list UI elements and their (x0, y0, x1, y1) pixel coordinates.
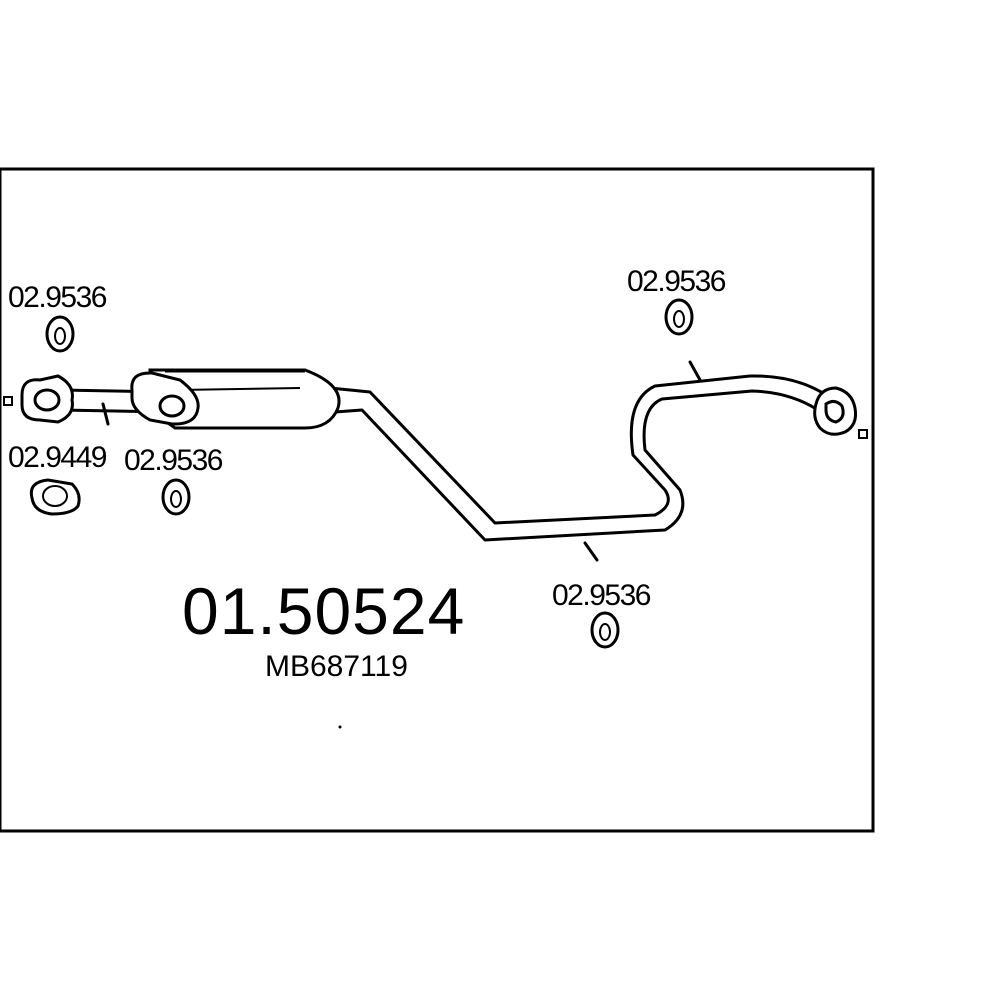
outlet-connector-mark (858, 429, 868, 439)
inlet-flange (20, 374, 74, 424)
flange-gasket-icon (29, 478, 81, 516)
oem-number: MB687119 (265, 650, 408, 683)
silencer (130, 368, 341, 430)
dot-mark (338, 725, 342, 729)
component-label-hanger-top-right: 02.9536 (627, 265, 726, 298)
exhaust-pipe (58, 360, 828, 562)
outlet-flange (813, 386, 857, 436)
rubber-hanger-icon (161, 478, 191, 516)
rubber-hanger-icon (664, 298, 694, 336)
component-label-hanger-bottom: 02.9536 (552, 579, 651, 612)
component-label-hanger-silencer: 02.9536 (124, 444, 223, 477)
rubber-hanger-icon (590, 611, 620, 649)
part-number: 01.50524 (182, 574, 465, 648)
rubber-hanger-icon (45, 315, 75, 353)
inlet-connector-mark (3, 396, 13, 406)
component-label-gasket: 02.9449 (8, 441, 107, 474)
diagram-frame (0, 167, 875, 833)
component-label-hanger-top-left: 02.9536 (8, 281, 107, 314)
